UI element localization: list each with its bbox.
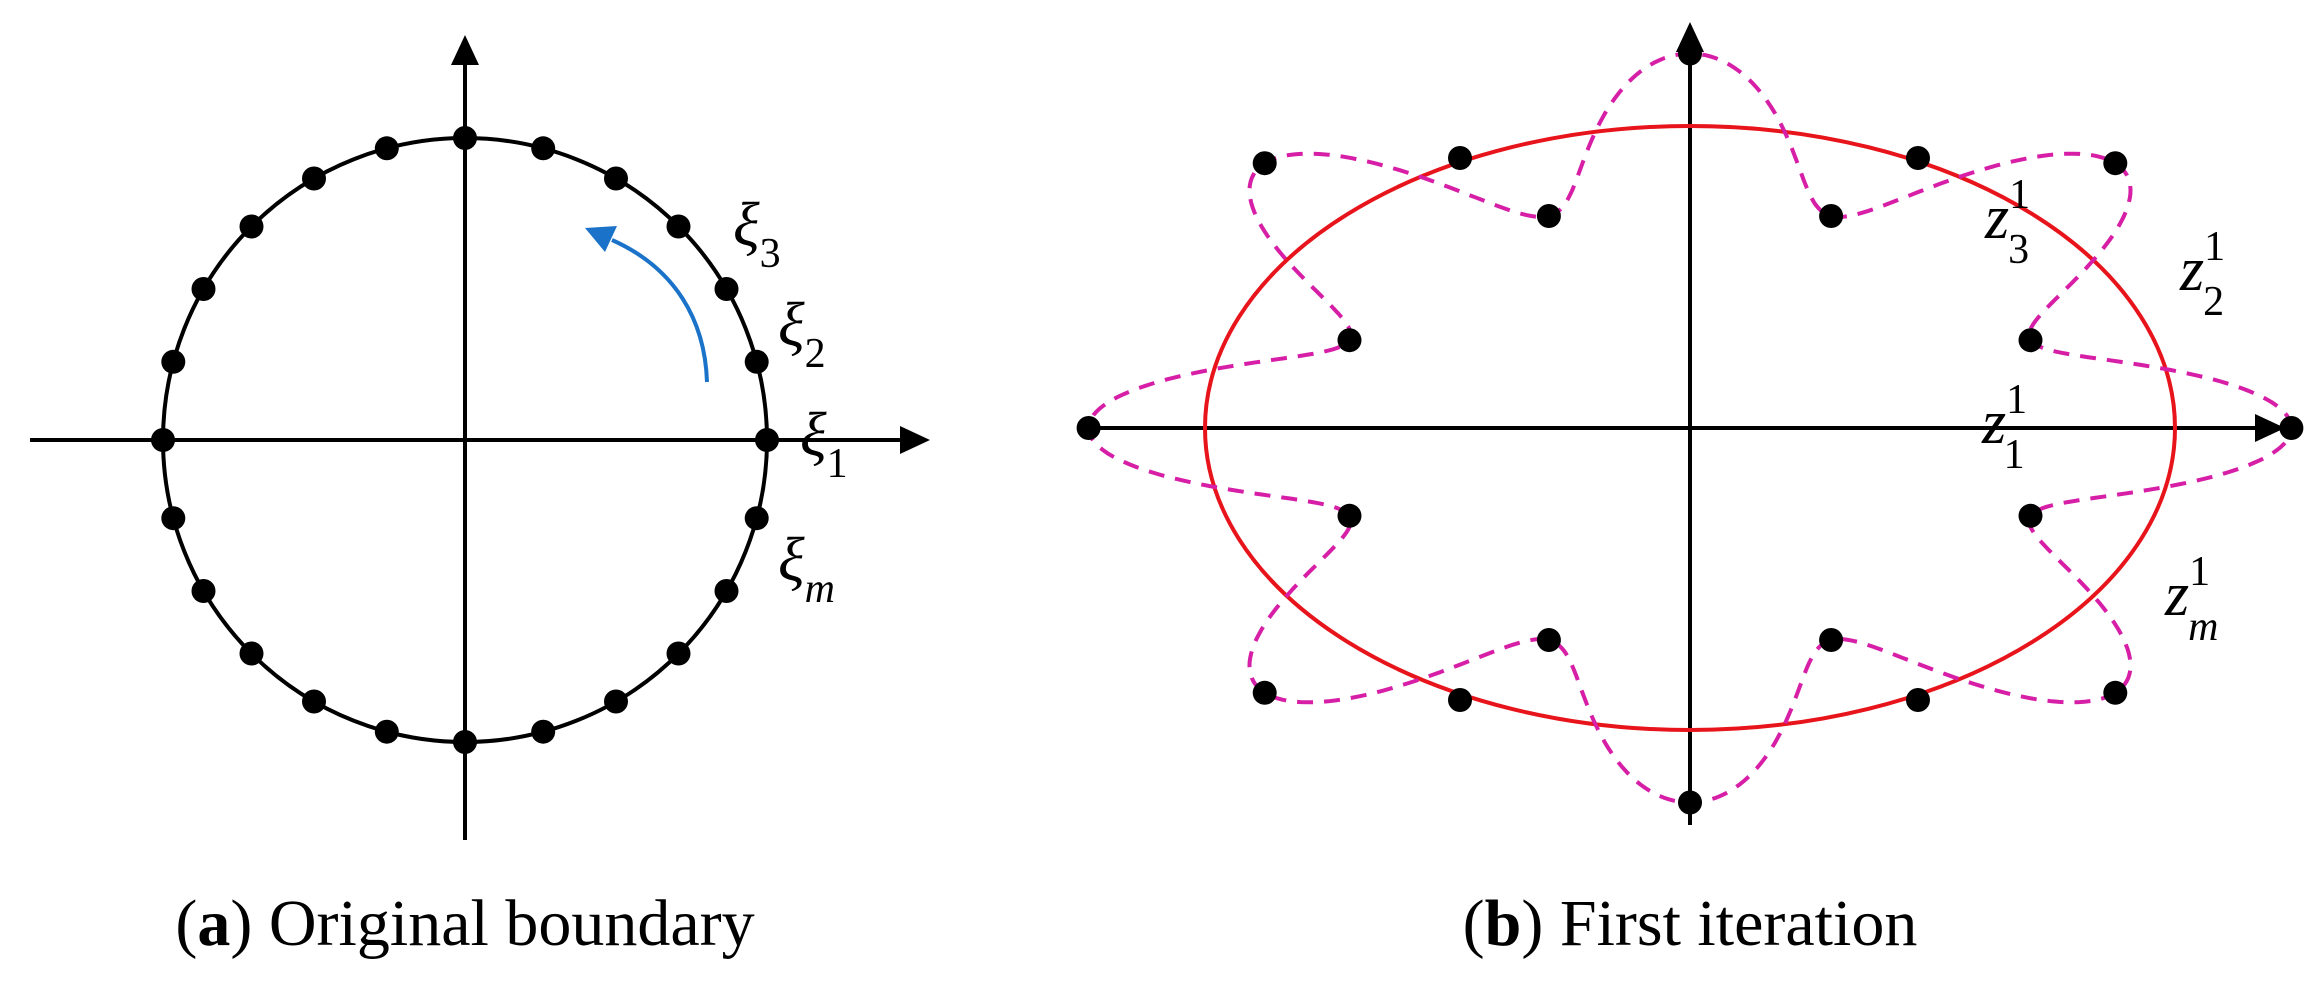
boundary-node	[302, 689, 326, 714]
boundary-node	[239, 641, 264, 666]
panel-a-y-axis-arrowhead	[451, 35, 479, 65]
direction-arrow-head	[585, 226, 617, 252]
iteration-node	[1337, 328, 1362, 353]
ellipse-crossing-node	[1448, 146, 1472, 170]
boundary-node	[374, 136, 399, 161]
ellipse-crossing-node	[1448, 688, 1472, 712]
iteration-node	[1678, 790, 1702, 815]
iteration-node	[1252, 680, 1277, 705]
boundary-node	[604, 166, 628, 191]
panel-b-x-axis-arrowhead	[2255, 414, 2285, 442]
panel-a: ξ3 ξ2 ξ1 ξm (a) Original boundary	[30, 35, 930, 960]
caption-a: (a) Original boundary	[175, 887, 754, 960]
boundary-node	[374, 719, 399, 744]
iteration-node	[2103, 151, 2128, 176]
direction-arrow	[611, 238, 709, 383]
label-xi-2: ξ2	[778, 291, 826, 377]
boundary-node	[755, 428, 779, 452]
panel-b-nodes	[1076, 41, 2304, 815]
iteration-node	[2279, 416, 2304, 440]
boundary-node	[453, 730, 477, 754]
iteration-node	[1536, 204, 1561, 228]
boundary-node	[453, 126, 477, 150]
boundary-node	[151, 428, 175, 452]
boundary-node	[161, 349, 186, 374]
panel-a-nodes	[151, 126, 779, 754]
iteration-node	[1678, 41, 1702, 66]
iteration-node	[1076, 416, 1101, 440]
iteration-node	[2103, 680, 2128, 705]
boundary-node	[714, 277, 739, 301]
label-xi-m: ξm	[778, 526, 835, 612]
boundary-node	[666, 214, 691, 239]
boundary-node	[744, 506, 769, 531]
boundary-node	[191, 579, 216, 603]
label-xi-1: ξ1	[800, 401, 848, 487]
boundary-node	[161, 506, 186, 531]
boundary-node	[191, 277, 216, 301]
boundary-node	[714, 579, 739, 603]
boundary-node	[744, 349, 769, 374]
ellipse-crossing-node	[1906, 146, 1930, 170]
iteration-node	[2018, 328, 2043, 353]
boundary-node	[239, 214, 264, 239]
caption-b: (b) First iteration	[1463, 887, 1918, 960]
boundary-node	[531, 136, 556, 161]
iteration-node	[2018, 503, 2043, 528]
iteration-node	[1819, 628, 1844, 652]
iteration-node	[1337, 503, 1362, 528]
boundary-node	[302, 166, 326, 191]
label-xi-3: ξ3	[733, 191, 781, 277]
boundary-node	[531, 719, 556, 744]
boundary-node	[604, 689, 628, 714]
boundary-node	[666, 641, 691, 666]
iteration-node	[1536, 628, 1561, 652]
iteration-node	[1252, 151, 1277, 176]
first-iteration-ellipse	[1203, 124, 2177, 732]
iteration-node	[1819, 204, 1844, 228]
panel-a-x-axis-arrowhead	[900, 426, 930, 454]
ellipse-crossing-node	[1906, 688, 1930, 712]
